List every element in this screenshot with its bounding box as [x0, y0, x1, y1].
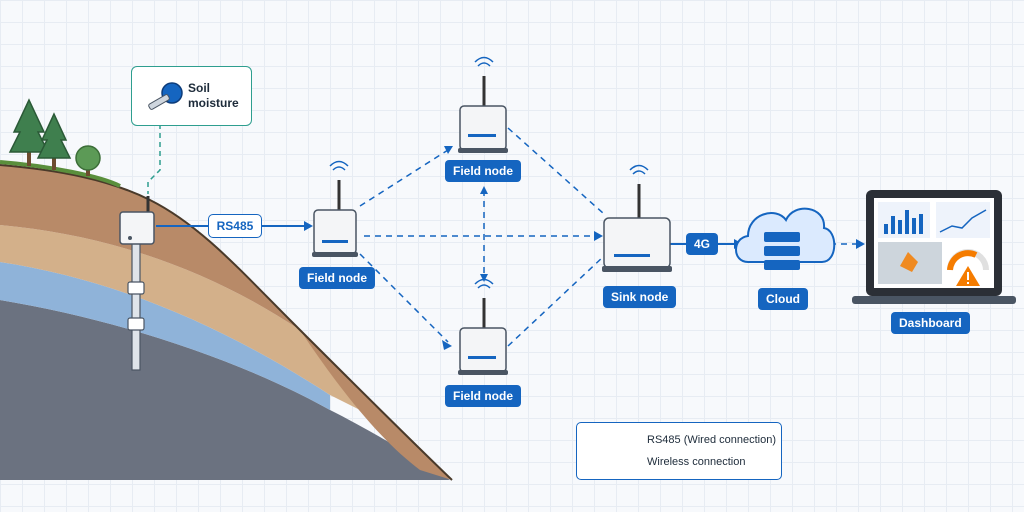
- link-fieldtop-to-sink: [507, 127, 605, 215]
- tree-icon: [36, 112, 72, 170]
- dashboard-panel-line: [936, 202, 990, 238]
- sensor-link-dashed: [147, 124, 161, 194]
- map-highlight: [900, 252, 918, 272]
- sensor-station: [119, 196, 155, 245]
- dashboard-line-chart: [939, 209, 987, 233]
- antenna-icon: [629, 164, 649, 175]
- dashboard-bar: [884, 224, 888, 234]
- tree-icon: [75, 145, 101, 176]
- field-node-bottom-device: [458, 278, 508, 375]
- rs485-arrowhead: [304, 221, 313, 231]
- field-node-1-label: Field node: [299, 267, 375, 289]
- legend: RS485 (Wired connection) Wireless connec…: [576, 422, 782, 480]
- subsoil-layer: [0, 225, 360, 410]
- antenna-icon: [474, 278, 494, 289]
- bedrock-layer: [0, 300, 450, 480]
- laptop-icon: [852, 190, 1016, 304]
- sensor-label-line2: moisture: [188, 96, 239, 110]
- sink-node-label: Sink node: [603, 286, 677, 308]
- link-field1-to-fieldtop: [359, 149, 449, 207]
- grass-strip: [0, 160, 121, 188]
- soil-probe-icon: [148, 82, 183, 110]
- arrow-to-dashboard: [856, 239, 865, 249]
- legend-wired-text: RS485 (Wired connection): [647, 434, 777, 446]
- dashboard-bar: [919, 214, 923, 234]
- field-node-top-label: Field node: [445, 160, 521, 182]
- link-fieldbottom-to-sink: [507, 255, 605, 347]
- dashboard-bar: [912, 218, 916, 234]
- topsoil-layer: [0, 165, 452, 480]
- cellular-4g-tag: 4G: [686, 233, 719, 255]
- ground-surface: [0, 164, 453, 481]
- field-node-bottom-label: Field node: [445, 385, 521, 407]
- warning-icon: [956, 266, 980, 286]
- sensor-label-line1: Soil: [188, 81, 211, 95]
- rs485-tag: RS485: [208, 214, 262, 238]
- antenna-icon: [329, 160, 349, 171]
- dashboard-bar: [905, 210, 909, 234]
- dashboard-bar-chart: [884, 210, 923, 234]
- gauge-icon: [947, 249, 989, 271]
- link-field1-to-fieldbottom: [359, 253, 449, 343]
- arrow-to-fieldbottom: [442, 340, 452, 350]
- hillside-terrain: [0, 160, 453, 481]
- dashboard-label: Dashboard: [891, 312, 970, 334]
- arrow-to-sink: [594, 231, 603, 241]
- groundwater-layer: [0, 262, 330, 410]
- antenna-icon: [474, 56, 494, 67]
- server-icon: [764, 232, 800, 270]
- wireless-arrowheads: [442, 146, 865, 350]
- field-node-top-device: [458, 56, 508, 153]
- cloud-label: Cloud: [758, 288, 808, 310]
- arrow-to-fieldtop: [444, 146, 453, 154]
- tree-icon: [8, 98, 50, 166]
- soil-moisture-sensor-callout: Soil moisture: [131, 66, 252, 126]
- arrow-down-vertical: [480, 274, 488, 282]
- dashboard-bar: [891, 216, 895, 234]
- arrow-up-vertical: [480, 186, 488, 194]
- field-node-1-device: [312, 160, 358, 257]
- sink-node-device: [602, 164, 672, 272]
- dashboard-bar: [898, 220, 902, 234]
- sensor-label: Soil moisture: [188, 81, 248, 111]
- legend-wireless-text: Wireless connection: [647, 456, 746, 468]
